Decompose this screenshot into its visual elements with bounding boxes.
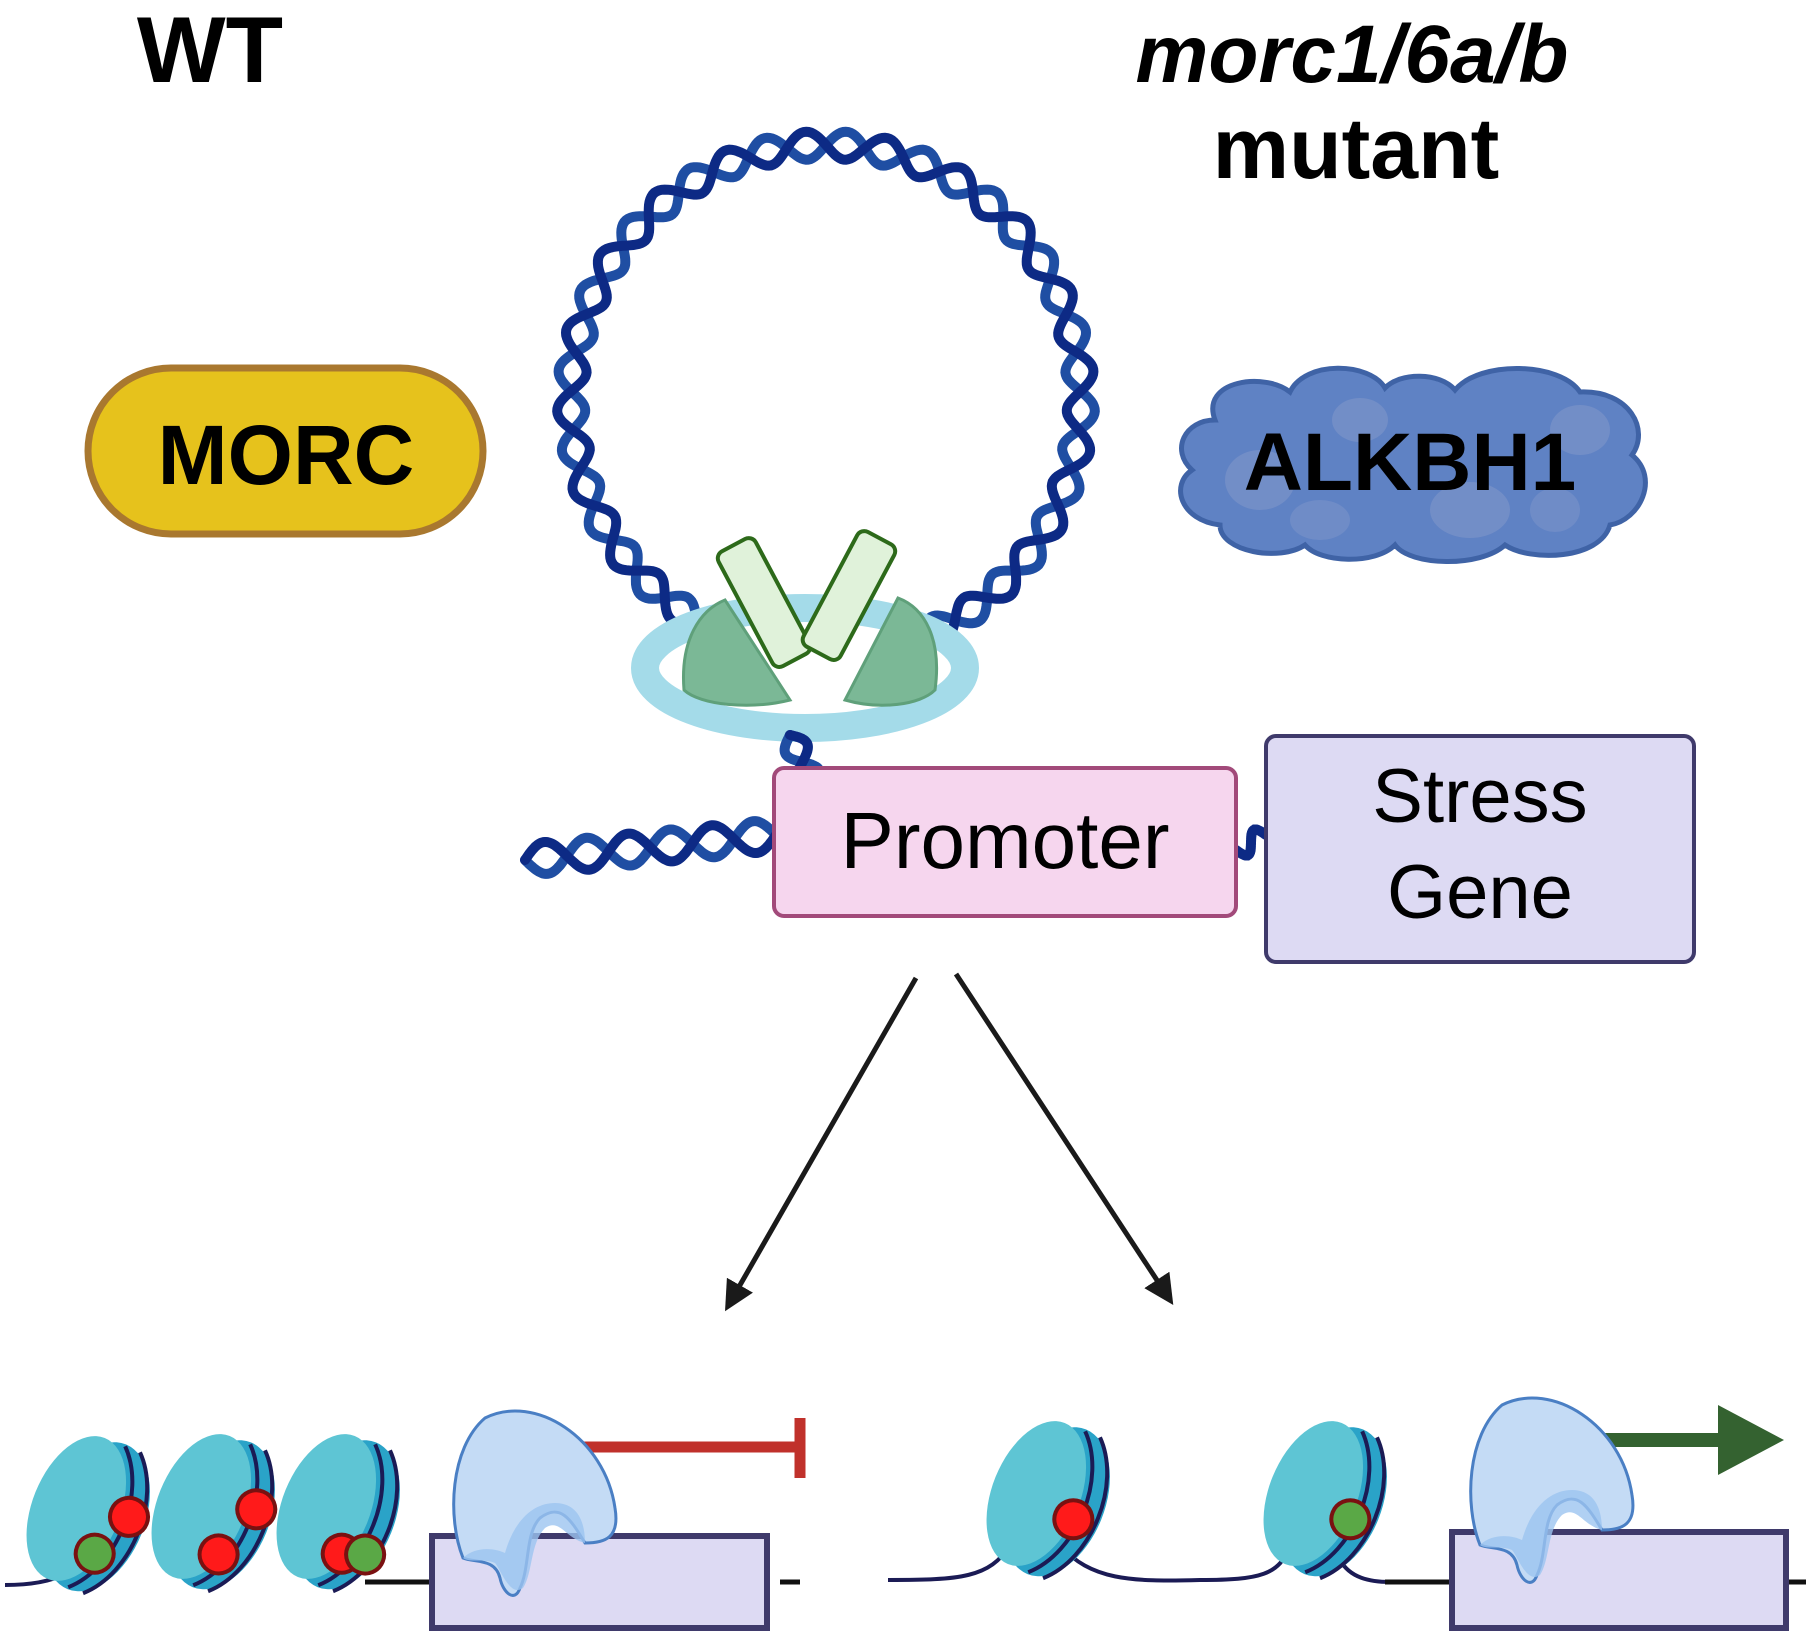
nucleosome-wt-2	[151, 1434, 278, 1594]
stress-gene-box: Stress Gene	[1264, 734, 1696, 964]
morc-label: MORC	[158, 408, 415, 502]
rna-polymerase-wt	[452, 1409, 618, 1597]
mutant-active-chromatin	[887, 1396, 1806, 1631]
promoter-label: Promoter	[841, 796, 1170, 885]
cohesin-head-right	[842, 596, 939, 707]
cohesin-head-left	[681, 598, 793, 707]
nucleosome-wt-1	[26, 1436, 151, 1596]
nucleosome-mutant-2	[1263, 1421, 1387, 1581]
wt-heading: WT	[137, 0, 283, 102]
stress-gene-label-line2: Gene	[1387, 850, 1573, 935]
mutant-genotype-heading: morc1/6a/b	[1136, 9, 1569, 100]
nucleosome-wt-3	[276, 1434, 400, 1594]
wt-repressed-chromatin	[4, 1409, 806, 1631]
alkbh1-protein: ALKBH1	[1178, 365, 1648, 564]
rna-polymerase-mutant	[1469, 1396, 1635, 1584]
cohesin-ring	[631, 529, 979, 742]
stress-gene-label-line1: Stress	[1372, 754, 1587, 839]
cohesin-arm-right	[800, 529, 898, 662]
nucleosome-mutant-1	[986, 1421, 1110, 1581]
dna-tail-left-b	[520, 820, 781, 875]
dna-link-gene	[1231, 824, 1271, 861]
dna-strand-dark	[552, 126, 1099, 649]
arrow-to-mutant-outcome	[953, 972, 1174, 1306]
mark-green	[1329, 1498, 1372, 1541]
methyl-mark-red	[108, 1495, 151, 1538]
mutant-heading: mutant	[1213, 101, 1500, 197]
morc-protein: MORC	[84, 364, 487, 538]
methyl-mark-red	[1052, 1498, 1095, 1541]
dna-tails	[520, 730, 1271, 879]
alkbh1-label: ALKBH1	[1244, 417, 1577, 508]
methyl-mark-red	[197, 1533, 240, 1576]
arrow-to-wt-outcome	[725, 976, 919, 1312]
mark-green	[344, 1533, 387, 1576]
mark-green	[73, 1532, 116, 1575]
methyl-mark-red	[235, 1488, 278, 1531]
activation-arrow-icon	[1718, 1405, 1784, 1475]
cohesin-arm-left	[715, 536, 813, 669]
promoter-box: Promoter	[772, 766, 1238, 918]
dna-loop	[552, 126, 1100, 649]
